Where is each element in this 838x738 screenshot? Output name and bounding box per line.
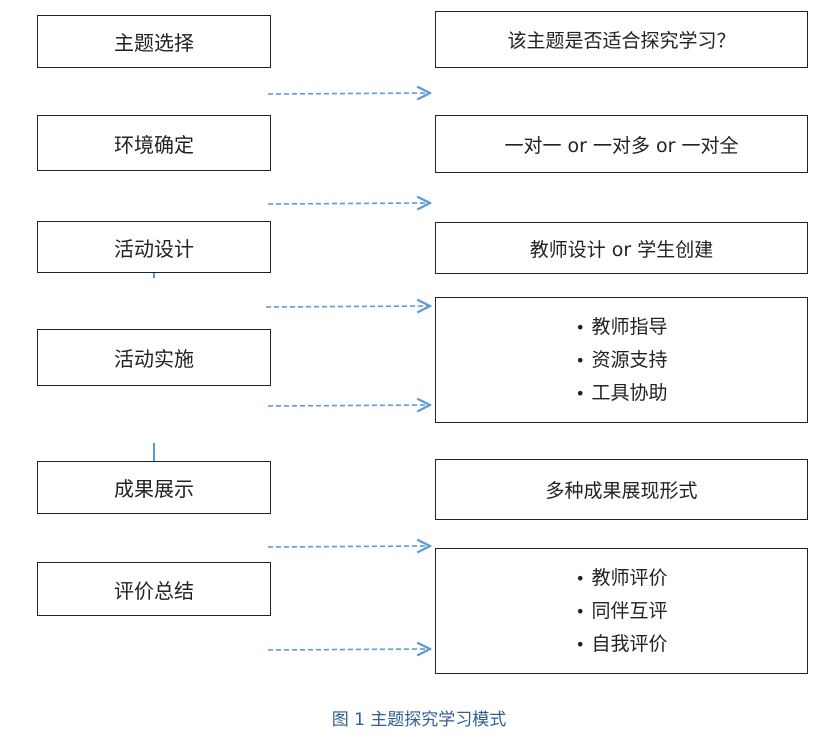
step-box-activity-design: 活动设计	[37, 221, 271, 273]
note-box-teaching-scale: 一对一 or 一对多 or 一对全	[435, 115, 808, 173]
bullet-text: 教师指导	[591, 315, 668, 338]
step-box-activity-implementation: 活动实施	[37, 329, 271, 386]
bullet-item: • 资源支持	[575, 348, 667, 373]
dashed-arrow	[267, 546, 430, 547]
note-text: 该主题是否适合探究学习？	[507, 30, 736, 52]
note-box-evaluation-list: • 教师评价 • 同伴互评 • 自我评价	[435, 548, 808, 674]
step-label: 环境确定	[114, 132, 194, 157]
figure-caption: 图 1 主题探究学习模式	[0, 705, 838, 730]
bullet-text: 教师评价	[591, 566, 668, 589]
bullet-text: 同伴互评	[591, 599, 668, 622]
bullet-text: 资源支持	[591, 348, 668, 371]
bullet-dot: •	[575, 634, 585, 654]
bullet-dot: •	[575, 317, 585, 337]
bullet-item: • 教师评价	[575, 566, 667, 591]
bullet-text: 工具协助	[591, 381, 668, 404]
step-box-evaluation: 评价总结	[37, 562, 271, 616]
step-label: 主题选择	[114, 31, 194, 55]
bullet-item: • 教师指导	[575, 315, 667, 340]
step-label: 活动实施	[114, 347, 194, 371]
dashed-arrow	[267, 203, 430, 204]
note-box-result-forms: 多种成果展现形式	[435, 459, 808, 520]
step-box-topic-selection: 主题选择	[37, 15, 271, 68]
bullet-item: • 工具协助	[575, 381, 667, 406]
step-label: 成果展示	[114, 477, 194, 501]
step-box-environment: 环境确定	[37, 115, 271, 171]
note-text: 一对一 or 一对多 or 一对全	[504, 134, 739, 157]
caption-text: 图 1 主题探究学习模式	[331, 710, 507, 730]
bullet-item: • 同伴互评	[575, 599, 667, 624]
step-label: 评价总结	[114, 578, 194, 603]
dashed-arrow	[267, 93, 430, 94]
note-box-design-mode: 教师设计 or 学生创建	[435, 222, 808, 274]
bullet-text: 自我评价	[591, 632, 668, 655]
step-box-result-display: 成果展示	[37, 461, 271, 514]
step-label: 活动设计	[114, 236, 194, 261]
dashed-arrow	[267, 649, 430, 650]
bullet-dot: •	[575, 350, 585, 370]
dashed-arrow	[267, 405, 430, 406]
note-text: 多种成果展现形式	[545, 480, 698, 502]
bullet-dot: •	[575, 568, 585, 588]
bullet-dot: •	[575, 601, 585, 621]
bullet-dot: •	[575, 383, 585, 403]
bullet-item: • 自我评价	[575, 632, 667, 657]
note-text: 教师设计 or 学生创建	[529, 238, 714, 261]
note-box-topic-suitability: 该主题是否适合探究学习？	[435, 11, 808, 68]
dashed-arrow	[265, 306, 430, 307]
note-box-support-list: • 教师指导 • 资源支持 • 工具协助	[435, 297, 808, 423]
